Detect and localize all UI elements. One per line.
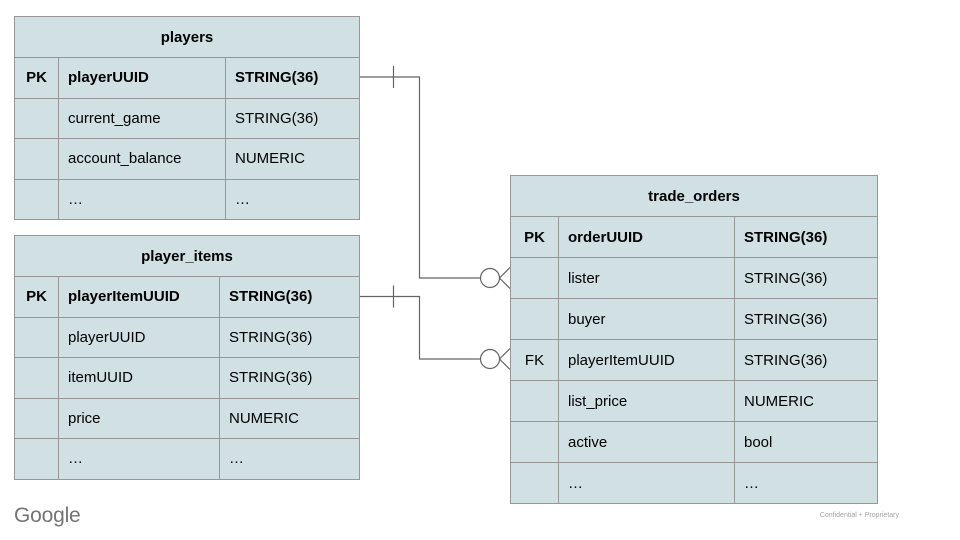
row-key-cell	[15, 358, 58, 398]
connector-line	[360, 76, 481, 279]
row-type-cell: STRING(36)	[219, 317, 359, 357]
row-name-cell: playerUUID	[58, 317, 219, 357]
row-type-cell: NUMERIC	[225, 139, 359, 179]
crows-foot-prong	[499, 348, 511, 360]
row-key-cell	[511, 258, 558, 298]
row-name-cell: account_balance	[58, 139, 225, 179]
row-key-cell	[15, 180, 58, 220]
row-name-cell: list_price	[558, 381, 734, 421]
row-type-cell: STRING(36)	[734, 217, 877, 257]
row-type-cell: STRING(36)	[734, 258, 877, 298]
row-key-cell	[15, 99, 58, 139]
relationship-player-items-to-trade-orders	[360, 285, 511, 370]
table-title: players	[160, 28, 214, 46]
row-name-cell: …	[58, 439, 219, 479]
row-name-cell: itemUUID	[58, 358, 219, 398]
row-key-cell	[15, 399, 58, 439]
table-title: trade_orders	[648, 187, 740, 205]
row-type-cell: …	[219, 439, 359, 479]
table-row: ……	[15, 438, 359, 479]
google-logo: Google	[14, 504, 81, 527]
table-title: player_items	[141, 247, 233, 265]
row-key-cell	[511, 381, 558, 421]
relationship-players-to-trade-orders	[360, 66, 511, 289]
row-name-cell: playerItemUUID	[58, 277, 219, 317]
crows-foot-prong	[499, 358, 511, 370]
row-key-cell	[15, 318, 58, 358]
row-type-cell: NUMERIC	[734, 381, 877, 421]
row-key-cell	[511, 422, 558, 462]
confidential-note: Confidential + Proprietary	[819, 512, 899, 519]
row-type-cell: …	[734, 463, 877, 503]
row-type-cell: STRING(36)	[734, 299, 877, 339]
row-type-cell: STRING(36)	[219, 277, 359, 317]
row-key-cell: FK	[524, 351, 545, 369]
row-name-cell: lister	[558, 258, 734, 298]
row-type-cell: …	[225, 179, 359, 219]
cardinality-zero-circle	[479, 267, 501, 289]
row-type-cell: STRING(36)	[225, 98, 359, 138]
row-name-cell: orderUUID	[558, 217, 734, 257]
row-type-cell: bool	[734, 422, 877, 462]
row-name-cell: active	[558, 422, 734, 462]
crows-foot-prong	[499, 277, 511, 289]
row-name-cell: buyer	[558, 299, 734, 339]
row-name-cell: …	[558, 463, 734, 503]
row-type-cell: NUMERIC	[219, 398, 359, 438]
crows-foot-prong	[499, 267, 511, 279]
row-type-cell: STRING(36)	[219, 358, 359, 398]
cardinality-zero-circle	[479, 348, 501, 370]
row-key-cell	[15, 139, 58, 179]
row-name-cell: current_game	[58, 98, 225, 138]
row-key-cell: PK	[524, 228, 545, 246]
table-row: ……	[511, 462, 877, 503]
row-type-cell: STRING(36)	[225, 58, 359, 98]
row-key-cell: PK	[26, 69, 47, 87]
row-name-cell: playerUUID	[58, 58, 225, 98]
row-name-cell: playerItemUUID	[558, 340, 734, 380]
row-name-cell: …	[58, 179, 225, 219]
row-name-cell: price	[58, 398, 219, 438]
row-key-cell	[15, 439, 58, 479]
row-key-cell: PK	[26, 288, 47, 306]
connector-line	[360, 295, 481, 360]
row-type-cell: STRING(36)	[734, 340, 877, 380]
row-key-cell	[511, 299, 558, 339]
row-key-cell	[511, 463, 558, 503]
table-row: ……	[15, 178, 359, 220]
